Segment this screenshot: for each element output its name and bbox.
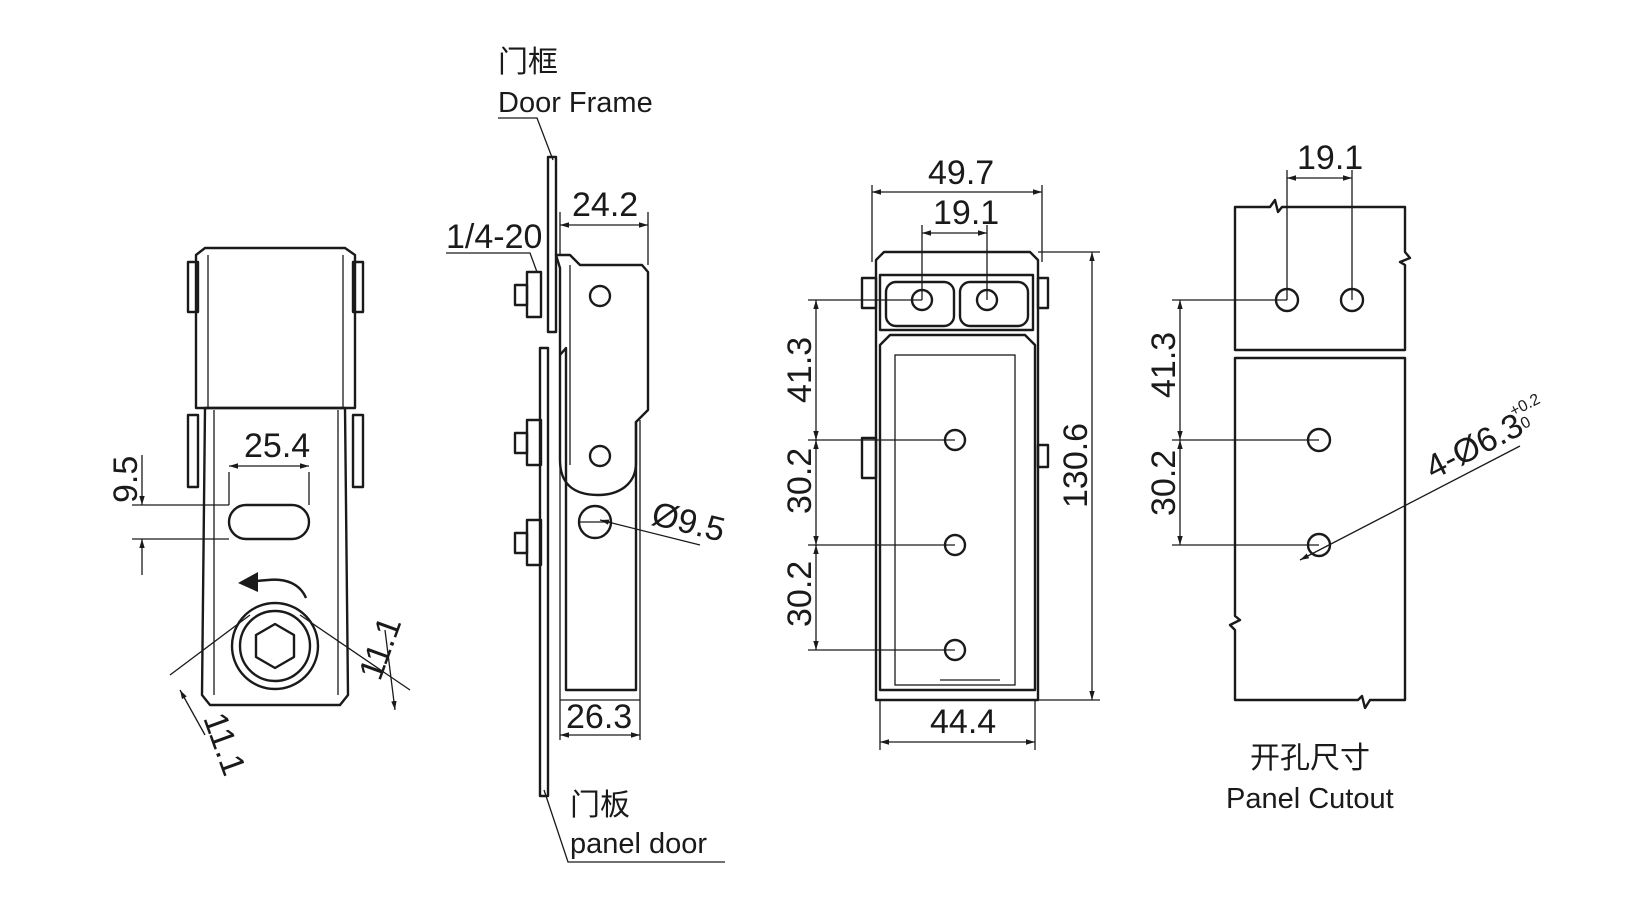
back-body-outline [874,250,1040,702]
panel-door-en-label: panel door [570,828,707,860]
back-side-tab [860,436,878,480]
door-frame-leader [498,117,554,161]
rotate-arrow-head [238,572,258,592]
front-slot-height-label: 9.5 [107,456,145,503]
back-hinge-left [884,280,956,328]
thread-label: 1/4-20 [446,218,542,256]
front-tab-left-top [186,260,200,314]
panel-door-leader [543,789,725,863]
back-view: 49.7 19.1 41.3 30.2 30.2 130.6 44.4 [781,154,1100,750]
cutout-view: 19.1 41.3 30.2 4-Ø6.3 +0.2 0 开孔尺寸 Panel … [1145,139,1543,815]
back-channel-inner [894,354,1016,686]
front-tab-left-bottom [186,413,200,489]
back-side-tab [860,276,878,310]
front-ext-line [299,614,411,691]
front-hex-b-label: 11.1 [195,708,252,781]
back-channel-outer [878,333,1037,692]
door-frame-en-label: Door Frame [498,87,653,119]
back-offset-label: 41.3 [781,337,819,403]
cutout-offset-label: 41.3 [1145,332,1183,398]
front-body-outline [200,406,350,707]
thread-leader [446,252,538,273]
hex-socket-icon [254,622,296,670]
side-view: 门框 Door Frame 1/4-20 24.2 [446,45,729,863]
cutout-spacing-label: 19.1 [1297,139,1363,177]
back-side-tab [1036,443,1050,469]
stud-end [513,531,529,555]
front-tab-right-bottom [351,413,365,489]
side-bracket-hole [588,284,612,308]
front-view: 25.4 9.5 11.1 11.1 [107,246,411,781]
front-hex-a-label: 11.1 [352,612,409,685]
door-frame-cn-label: 门框 [498,45,558,80]
front-ext-line [169,614,251,676]
cutout-hole-spec: 4-Ø6.3 +0.2 0 [1419,391,1543,487]
back-pitch-2-label: 30.2 [781,561,819,627]
panel-cutout-cn-label: 开孔尺寸 [1250,741,1370,776]
stud-end [513,283,529,307]
door-frame-plate [546,155,558,334]
key-outer-circle [230,601,320,691]
panel-door-cn-label: 门板 [570,788,630,823]
front-tab-right-top [351,260,365,314]
back-pitch-1-label: 30.2 [781,448,819,514]
cutout-lower-panel [1228,356,1407,710]
panel-cutout-en-label: Panel Cutout [1226,783,1394,815]
side-body-lower [559,346,638,692]
side-bottom-depth-label: 26.3 [566,698,632,736]
front-cap-outline [194,246,357,410]
back-base-width-label: 44.4 [930,703,996,741]
back-side-tab [1036,276,1050,310]
back-hinge-block [878,273,1035,332]
cutout-pitch-label: 30.2 [1145,450,1183,516]
front-slot-width-label: 25.4 [244,427,310,465]
front-hex-dim-b [179,689,206,736]
front-slot [227,503,311,541]
back-width-label: 49.7 [928,154,994,192]
panel-door-plate [538,346,550,798]
stud-end [513,431,529,455]
back-spacing-label: 19.1 [933,194,999,232]
side-top-depth-label: 24.2 [572,186,638,224]
side-bracket-hole [588,444,612,468]
side-hole-dia-label: Ø9.5 [648,495,729,550]
stud-nut [525,270,543,319]
back-hinge-right [958,280,1030,328]
rotate-arrow-icon [255,578,308,599]
side-bracket-upper [554,253,650,497]
cutout-hole-leader [1299,445,1521,561]
back-height-label: 130.6 [1057,423,1095,508]
cutout-upper-panel [1233,198,1412,352]
key-inner-circle [238,609,312,683]
front-hex-dim-a [384,629,397,711]
side-hole-dia-leader [599,519,701,546]
